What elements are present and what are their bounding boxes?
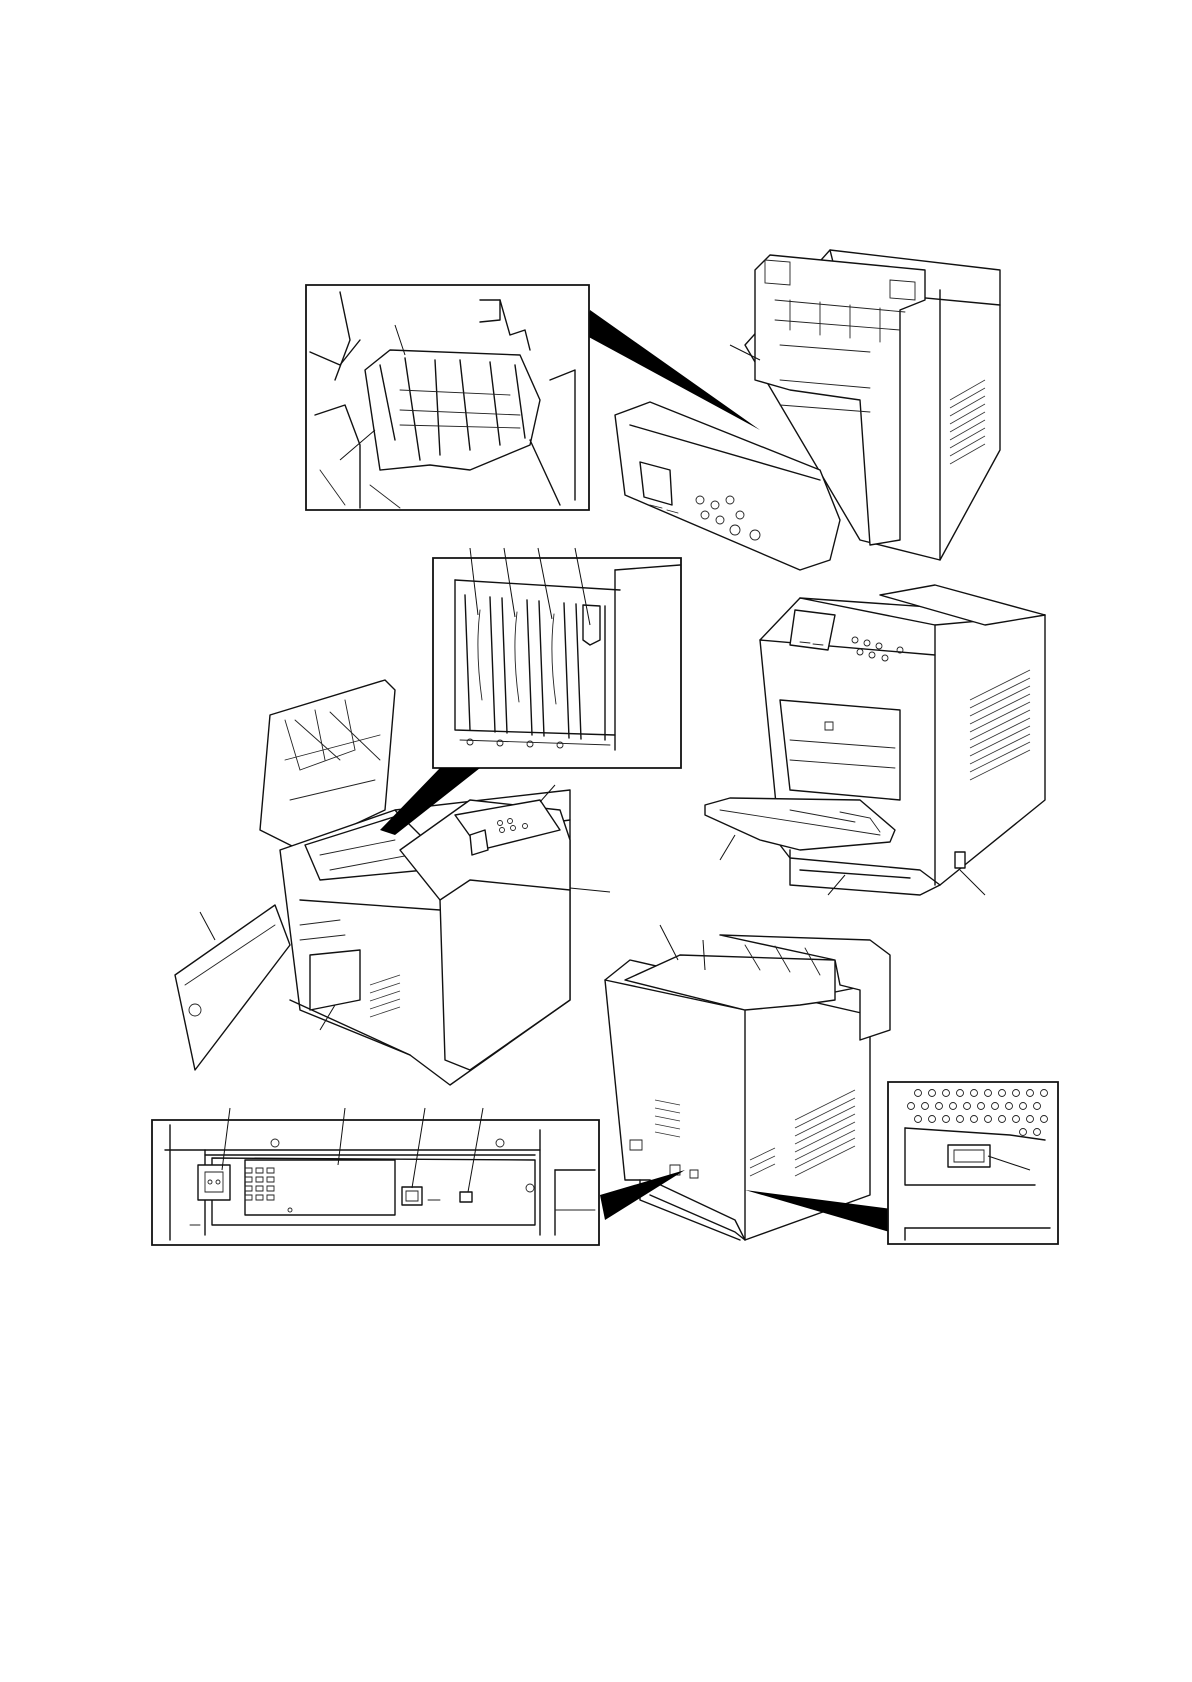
toner-container-inset [433,548,681,768]
printer-rear-cover-open-view [585,250,1000,570]
printer-front-mp-tray-open-view [705,585,1045,895]
interface-panel-inset [152,1108,599,1245]
printer-rear-view [600,925,900,1240]
fuser-detail-inset [306,285,589,510]
power-switch-inset [888,1082,1058,1244]
